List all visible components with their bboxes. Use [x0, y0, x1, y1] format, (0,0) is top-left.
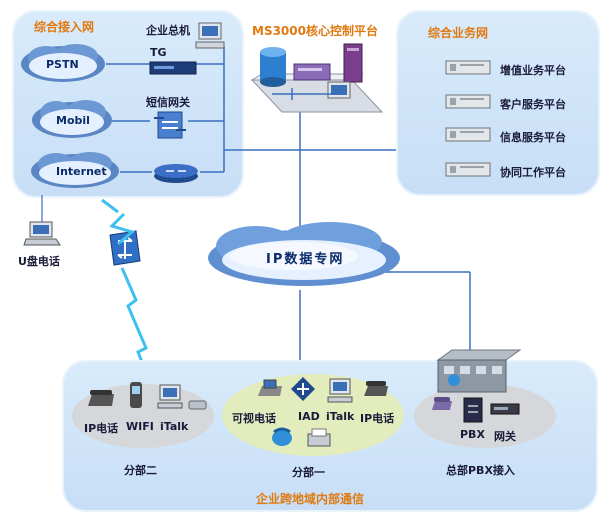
branch1-name: 分部一: [292, 466, 325, 479]
branch1-device-label: iTalk: [326, 410, 355, 423]
platform-label: 客户服务平台: [500, 98, 566, 111]
hq-area: [414, 384, 556, 448]
platform-label: 信息服务平台: [500, 131, 566, 144]
ip-network-cloud-icon: [208, 222, 400, 286]
hq-phone-icon: [432, 397, 452, 410]
ip-network-label: IP数据专网: [266, 252, 345, 267]
mobil-cloud-icon: [32, 100, 112, 138]
router-icon: [154, 164, 198, 183]
server-icon: [445, 127, 491, 142]
core-platform-icon: [250, 43, 384, 113]
pstn-cloud-icon: [21, 44, 105, 82]
mobil-cloud-label: Mobil: [56, 114, 90, 127]
branch2-device-label: IP电话: [84, 422, 119, 435]
video-phone-icon: [258, 379, 282, 396]
branch2-device-label: WIFI: [126, 420, 154, 433]
gateway-icon: [490, 403, 520, 415]
platform-label: 增值业务平台: [500, 64, 566, 77]
hq-name: 总部PBX接入: [446, 464, 515, 477]
phone-icon: [364, 381, 388, 396]
tg-device-icon: [149, 61, 197, 75]
usb-phone-laptop-icon: [23, 221, 61, 246]
computer-icon: [327, 378, 353, 403]
core-platform-title: MS3000核心控制平台: [252, 24, 378, 38]
hq-device-label: 网关: [494, 430, 516, 443]
switch-icon: [109, 230, 141, 266]
access-network-title: 综合接入网: [34, 20, 95, 34]
internet-cloud-icon: [31, 152, 119, 188]
computer-icon: [157, 384, 183, 409]
usb-phone-label: U盘电话: [18, 255, 60, 268]
iad-hub-icon: [291, 377, 315, 401]
pstn-cloud-label: PSTN: [46, 58, 79, 71]
server-icon: [445, 94, 491, 109]
tg-label: TG: [150, 46, 167, 59]
sms-gateway-icon: [154, 111, 186, 139]
server-icon: [445, 60, 491, 75]
hq-device-label: PBX: [460, 428, 485, 441]
phone-icon: [88, 390, 114, 406]
handset-phone-icon: [272, 427, 292, 446]
italk-device-icon: [188, 400, 207, 410]
branch1-device-label: IP电话: [360, 412, 395, 425]
internet-cloud-label: Internet: [56, 165, 107, 178]
business-network-title: 综合业务网: [428, 26, 489, 40]
branch2-name: 分部二: [124, 464, 157, 477]
platform-label: 协同工作平台: [500, 166, 566, 179]
mobile-phone-icon: [130, 382, 142, 408]
pbx-icon: [463, 397, 483, 423]
branch1-device-label: 可视电话: [232, 412, 276, 425]
enterprise-switch-label: 企业总机: [146, 24, 190, 37]
hq-building-icon: [436, 349, 522, 393]
enterprise-title: 企业跨地域内部通信: [256, 492, 365, 506]
server-icon: [445, 162, 491, 177]
branch1-device-label: IAD: [298, 410, 320, 423]
sms-gateway-label: 短信网关: [146, 96, 190, 109]
business-network-panel: [396, 10, 600, 196]
branch2-device-label: iTalk: [160, 420, 189, 433]
enterprise-computer-icon: [195, 22, 225, 49]
fax-icon: [307, 428, 331, 447]
